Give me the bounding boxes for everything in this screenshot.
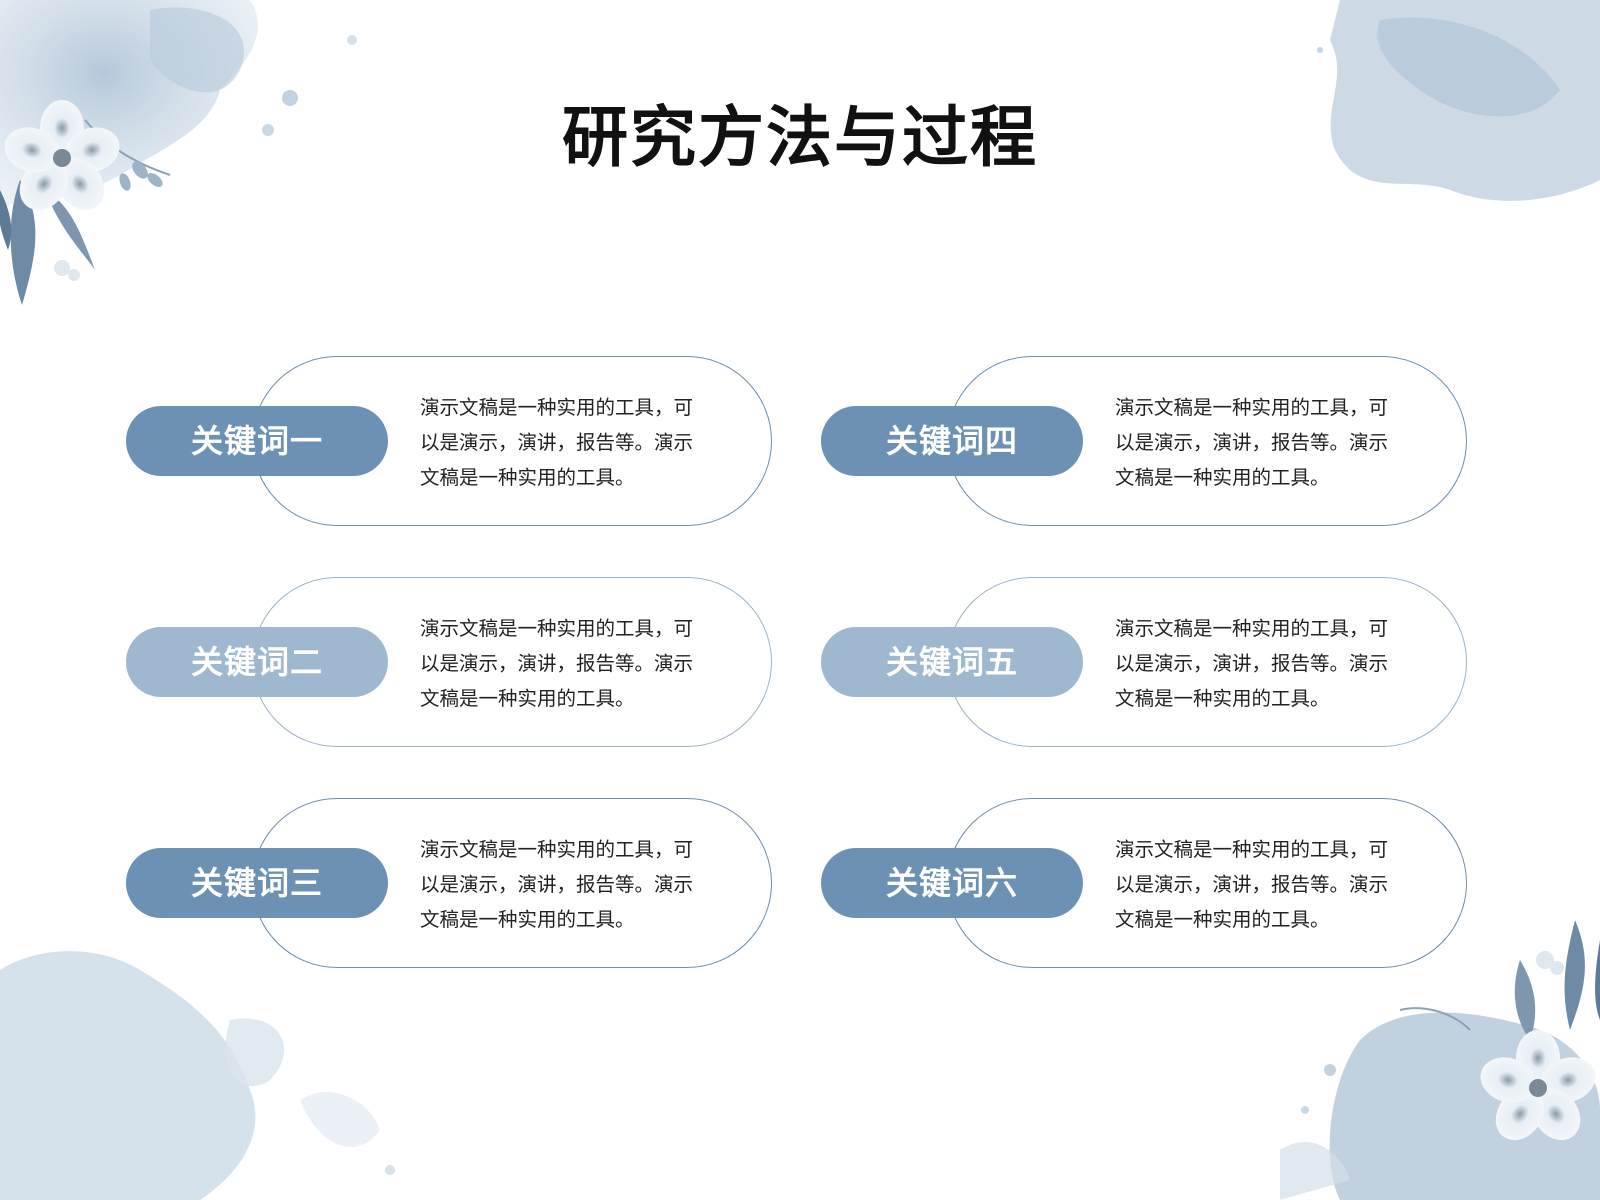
keyword-badge: 关键词三 — [126, 848, 388, 918]
description-line: 演示文稿是一种实用的工具，可 — [420, 617, 694, 640]
keyword-card: 关键词二 演示文稿是一种实用的工具，可 以是演示，演讲，报告等。演示 文稿是一种… — [126, 577, 776, 751]
keyword-badge: 关键词六 — [821, 848, 1083, 918]
description-line: 文稿是一种实用的工具。 — [1115, 908, 1330, 931]
description-line: 文稿是一种实用的工具。 — [1115, 687, 1330, 710]
keyword-card: 关键词三 演示文稿是一种实用的工具，可 以是演示，演讲，报告等。演示 文稿是一种… — [126, 798, 776, 972]
description-line: 文稿是一种实用的工具。 — [420, 466, 635, 489]
description-line: 演示文稿是一种实用的工具，可 — [420, 838, 694, 861]
description-line: 以是演示，演讲，报告等。演示 — [420, 652, 694, 675]
keyword-badge: 关键词一 — [126, 406, 388, 476]
description-line: 以是演示，演讲，报告等。演示 — [1115, 873, 1389, 896]
keyword-badge: 关键词五 — [821, 627, 1083, 697]
description-line: 文稿是一种实用的工具。 — [1115, 466, 1330, 489]
page-title: 研究方法与过程 — [562, 99, 1038, 176]
card-description: 演示文稿是一种实用的工具，可 以是演示，演讲，报告等。演示 文稿是一种实用的工具… — [1115, 611, 1425, 716]
description-line: 文稿是一种实用的工具。 — [420, 687, 635, 710]
description-line: 以是演示，演讲，报告等。演示 — [420, 431, 694, 454]
keyword-badge: 关键词二 — [126, 627, 388, 697]
description-line: 演示文稿是一种实用的工具，可 — [1115, 838, 1389, 861]
keyword-card: 关键词六 演示文稿是一种实用的工具，可 以是演示，演讲，报告等。演示 文稿是一种… — [821, 798, 1471, 972]
description-line: 演示文稿是一种实用的工具，可 — [1115, 617, 1389, 640]
description-line: 文稿是一种实用的工具。 — [420, 908, 635, 931]
keyword-card: 关键词一 演示文稿是一种实用的工具，可 以是演示，演讲，报告等。演示 文稿是一种… — [126, 356, 776, 530]
description-line: 以是演示，演讲，报告等。演示 — [1115, 652, 1389, 675]
keyword-card: 关键词五 演示文稿是一种实用的工具，可 以是演示，演讲，报告等。演示 文稿是一种… — [821, 577, 1471, 751]
description-line: 以是演示，演讲，报告等。演示 — [1115, 431, 1389, 454]
keyword-badge: 关键词四 — [821, 406, 1083, 476]
description-line: 以是演示，演讲，报告等。演示 — [420, 873, 694, 896]
card-description: 演示文稿是一种实用的工具，可 以是演示，演讲，报告等。演示 文稿是一种实用的工具… — [420, 832, 730, 937]
card-description: 演示文稿是一种实用的工具，可 以是演示，演讲，报告等。演示 文稿是一种实用的工具… — [420, 611, 730, 716]
card-description: 演示文稿是一种实用的工具，可 以是演示，演讲，报告等。演示 文稿是一种实用的工具… — [1115, 390, 1425, 495]
card-description: 演示文稿是一种实用的工具，可 以是演示，演讲，报告等。演示 文稿是一种实用的工具… — [1115, 832, 1425, 937]
description-line: 演示文稿是一种实用的工具，可 — [420, 396, 694, 419]
card-outline — [947, 798, 1467, 968]
description-line: 演示文稿是一种实用的工具，可 — [1115, 396, 1389, 419]
keyword-card: 关键词四 演示文稿是一种实用的工具，可 以是演示，演讲，报告等。演示 文稿是一种… — [821, 356, 1471, 530]
card-description: 演示文稿是一种实用的工具，可 以是演示，演讲，报告等。演示 文稿是一种实用的工具… — [420, 390, 730, 495]
